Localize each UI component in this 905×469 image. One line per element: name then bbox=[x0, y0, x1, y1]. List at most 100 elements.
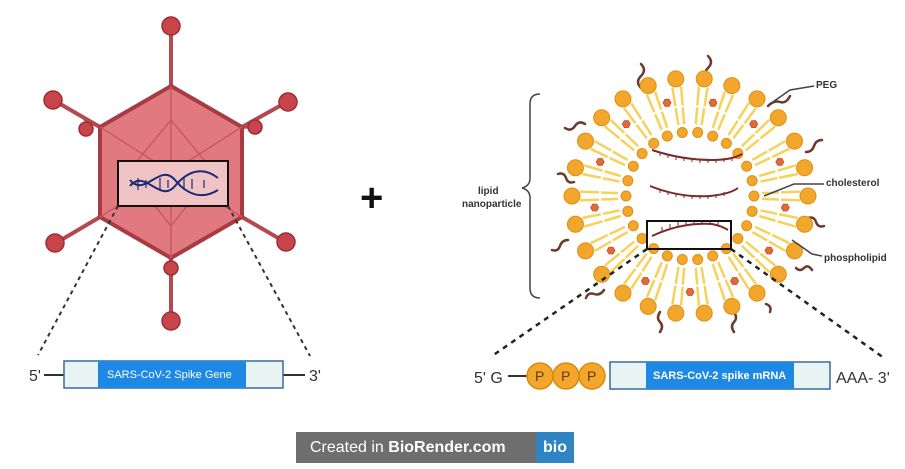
lipid-head bbox=[695, 304, 713, 322]
lipid-head-inner bbox=[636, 232, 648, 244]
lipid-head-inner bbox=[692, 254, 704, 266]
cholesterol-molecule bbox=[730, 277, 740, 285]
lipid-head bbox=[796, 159, 814, 177]
lnp-label-line2: nanoparticle bbox=[462, 199, 522, 210]
lipid-head bbox=[639, 297, 657, 315]
lipid-head-inner bbox=[622, 175, 634, 187]
lipid-head bbox=[639, 77, 657, 95]
gene-bar bbox=[98, 361, 246, 388]
lipid-head bbox=[748, 284, 766, 302]
spike-mrna-label: SARS-CoV-2 spike mRNA bbox=[653, 370, 786, 382]
dna-gene-construct: 5' 3' SARS-CoV-2 Spike Gene bbox=[29, 360, 321, 389]
mrna-bases bbox=[659, 152, 733, 231]
lipid-head bbox=[577, 132, 595, 150]
dna-helix-icon bbox=[129, 170, 219, 197]
lipid-head-inner bbox=[622, 205, 634, 217]
lipid-head bbox=[723, 77, 741, 95]
lipid-head-inner bbox=[620, 190, 632, 202]
brand-text: Created in BioRender.com bbox=[296, 439, 536, 457]
lipid-head bbox=[667, 70, 685, 88]
projection-lines-right bbox=[491, 247, 885, 360]
peg-label: PEG bbox=[816, 80, 837, 91]
dna-rungs bbox=[137, 178, 205, 190]
lipid-head bbox=[785, 242, 803, 260]
mrna-construct: 5' G P P P SARS-CoV-2 spike mRNA AAA- 3' bbox=[474, 361, 890, 390]
lipid-head bbox=[695, 70, 713, 88]
lipid-head bbox=[577, 242, 595, 260]
lipid-head bbox=[748, 90, 766, 108]
phosphate-label-3: P bbox=[587, 368, 596, 384]
lipid-head-inner bbox=[748, 190, 760, 202]
lipid-head-inner bbox=[741, 220, 753, 232]
lipid-head-inner bbox=[627, 220, 639, 232]
cholesterol-molecule bbox=[590, 203, 600, 212]
phosphate-3 bbox=[578, 362, 606, 390]
plus-sign: + bbox=[360, 176, 383, 220]
cholesterol-molecule bbox=[621, 120, 631, 128]
cholesterol-molecule bbox=[685, 288, 695, 296]
lipid-head-inner bbox=[707, 130, 719, 142]
poly-a-tail: AAA- 3' bbox=[836, 370, 890, 387]
lipid-nanoparticle: lipid nanoparticle PEG cholesterol phosp… bbox=[462, 54, 887, 360]
callout-lines bbox=[763, 85, 824, 257]
lipid-head-inner bbox=[720, 137, 732, 149]
lipid-head bbox=[667, 304, 685, 322]
cholesterol-molecule bbox=[749, 120, 759, 128]
phospholipid-label: phospholipid bbox=[824, 253, 887, 264]
lipid-head-inner bbox=[636, 148, 648, 160]
cholesterol-label: cholesterol bbox=[826, 178, 880, 189]
adenovirus-vector bbox=[37, 16, 311, 357]
brand-prefix: Created in bbox=[310, 438, 389, 456]
lipid-head bbox=[614, 284, 632, 302]
cholesterol-molecule bbox=[640, 277, 650, 285]
cholesterol-molecule bbox=[764, 246, 774, 255]
lipid-head-inner bbox=[661, 130, 673, 142]
phosphate-groups: P P P bbox=[526, 362, 606, 390]
cholesterol-molecule bbox=[708, 98, 718, 107]
left-three-prime: 3' bbox=[309, 368, 321, 385]
left-five-prime: 5' bbox=[29, 368, 41, 385]
lipid-head bbox=[769, 109, 787, 127]
lipid-head-inner bbox=[707, 250, 719, 262]
lipid-head-inner bbox=[746, 205, 758, 217]
cholesterol-molecule bbox=[595, 158, 605, 166]
bio-logo-icon: bio bbox=[536, 432, 574, 463]
lipid-head bbox=[799, 187, 817, 205]
lipid-head bbox=[563, 187, 581, 205]
lipid-head bbox=[796, 215, 814, 233]
biorender-watermark: Created in BioRender.com bio bbox=[296, 432, 574, 463]
mrna-strands bbox=[649, 149, 743, 237]
cholesterol-molecule bbox=[775, 158, 785, 166]
lipid-head bbox=[769, 265, 787, 283]
lipid-head bbox=[593, 109, 611, 127]
lipid-head-inner bbox=[676, 126, 688, 138]
lipid-head bbox=[785, 132, 803, 150]
mrna-bar bbox=[646, 362, 794, 389]
right-five-prime: 5' G bbox=[474, 370, 503, 387]
cholesterol-molecule bbox=[606, 246, 616, 255]
lnp-bracket bbox=[521, 93, 541, 299]
lnp-label-line1: lipid bbox=[478, 186, 499, 197]
lipid-head bbox=[566, 159, 584, 177]
lipid-head-inner bbox=[676, 254, 688, 266]
lipid-head bbox=[566, 215, 584, 233]
phosphate-label-2: P bbox=[561, 368, 570, 384]
cholesterol-molecule bbox=[662, 98, 672, 107]
lipid-head bbox=[614, 90, 632, 108]
lipid-head-inner bbox=[648, 137, 660, 149]
lipid-head-inner bbox=[692, 126, 704, 138]
brand-name: BioRender.com bbox=[388, 438, 506, 456]
dna-box bbox=[117, 160, 229, 207]
lipid-head-inner bbox=[746, 175, 758, 187]
spike-gene-label: SARS-CoV-2 Spike Gene bbox=[107, 369, 232, 381]
lipid-head-inner bbox=[661, 250, 673, 262]
lipid-head-inner bbox=[627, 160, 639, 172]
lipid-heads-outer bbox=[563, 70, 817, 322]
lipid-head-inner bbox=[741, 160, 753, 172]
lipid-head bbox=[723, 297, 741, 315]
lipid-tails bbox=[580, 86, 800, 306]
fiber-knobs bbox=[43, 16, 298, 331]
mrna-highlight-box bbox=[646, 220, 732, 250]
phosphate-label-1: P bbox=[535, 368, 544, 384]
